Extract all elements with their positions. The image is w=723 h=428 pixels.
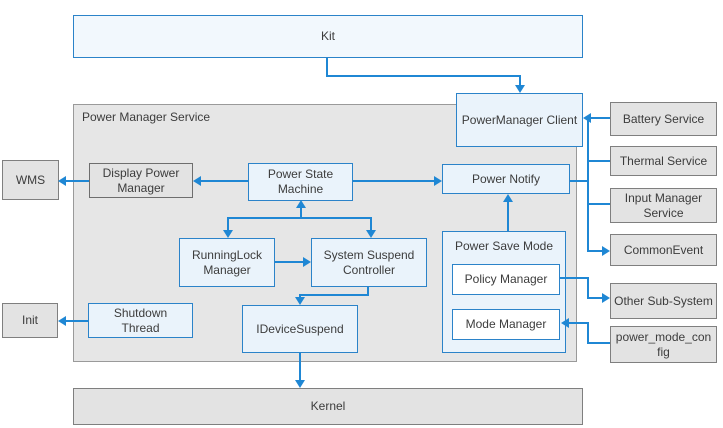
- connector-rlm-ssc: [275, 261, 304, 263]
- node-kernel-label: Kernel: [310, 399, 346, 413]
- connector-battery-h: [591, 117, 610, 119]
- arrowhead-into-powernotify-bottom: [503, 194, 513, 202]
- connector-kit-client-v2: [519, 75, 521, 86]
- connector-pmconfig-h2: [568, 322, 589, 324]
- connector-psmode-powernotify: [507, 200, 509, 231]
- node-power-notify: Power Notify: [442, 164, 570, 194]
- arrowhead-into-runninglock: [223, 230, 233, 238]
- node-wms: WMS: [2, 160, 59, 200]
- arrowhead-into-wms: [58, 176, 66, 186]
- node-power-state-machine: Power State Machine: [248, 163, 353, 201]
- arrowhead-into-idevicesuspend: [295, 297, 305, 305]
- power-manager-service-label: Power Manager Service: [82, 110, 211, 124]
- connector-tree-rlm-v: [227, 217, 229, 231]
- node-idevice-suspend-label: IDeviceSuspend: [256, 321, 344, 336]
- node-shutdown-thread: Shutdown Thread: [88, 303, 193, 338]
- node-power-mode-config-label: power_mode_config: [615, 329, 712, 359]
- node-display-power-manager: Display Power Manager: [89, 163, 193, 198]
- connector-thermal-h: [587, 160, 610, 162]
- arrowhead-into-kernel: [295, 380, 305, 388]
- node-powermanager-client-label: PowerManager Client: [461, 112, 578, 127]
- node-input-manager-service-label: Input Manager Service: [624, 190, 703, 220]
- node-shutdown-thread-label: Shutdown Thread: [113, 305, 168, 335]
- connector-shutdown-init: [65, 320, 88, 322]
- node-battery-service-label: Battery Service: [622, 111, 705, 126]
- node-display-power-manager-label: Display Power Manager: [102, 165, 180, 195]
- arrowhead-into-ssc: [303, 257, 311, 267]
- node-thermal-service-label: Thermal Service: [619, 153, 708, 168]
- arrowhead-into-client-top: [515, 85, 525, 93]
- node-policy-manager: Policy Manager: [452, 264, 560, 295]
- node-init-label: Init: [21, 313, 38, 327]
- arrowhead-into-commonevent: [602, 246, 610, 256]
- arrowhead-into-modemanager: [561, 318, 569, 328]
- node-powermanager-client: PowerManager Client: [456, 93, 583, 147]
- node-mode-manager-label: Mode Manager: [465, 317, 547, 331]
- connector-policy-h1: [560, 277, 587, 279]
- connector-psm-tree-h: [227, 217, 372, 219]
- connector-tree-ssc-v: [370, 217, 372, 231]
- node-init: Init: [2, 303, 58, 338]
- connector-ssc-ids-h: [299, 294, 369, 296]
- node-thermal-service: Thermal Service: [610, 146, 717, 176]
- connector-right-trunk: [587, 117, 589, 252]
- arrowhead-into-init: [58, 316, 66, 326]
- connector-psm-dpm: [200, 180, 248, 182]
- node-power-state-machine-label: Power State Machine: [267, 167, 334, 196]
- connector-powernotify-h: [570, 180, 588, 182]
- arrowhead-into-dpm: [193, 176, 201, 186]
- node-mode-manager: Mode Manager: [452, 309, 560, 340]
- node-power-mode-config: power_mode_config: [610, 326, 717, 363]
- node-kernel: Kernel: [73, 388, 583, 425]
- connector-psm-tree-v: [300, 207, 302, 219]
- node-policy-manager-label: Policy Manager: [464, 272, 548, 286]
- node-kit: Kit: [73, 15, 583, 58]
- arrowhead-into-powernotify: [434, 176, 442, 186]
- arrowhead-into-client-right: [583, 113, 591, 123]
- connector-kit-client-h: [326, 75, 521, 77]
- connector-kit-client-v1: [326, 58, 328, 77]
- connector-inputmanager-h: [587, 203, 610, 205]
- connector-policy-v: [587, 277, 589, 299]
- node-runninglock-manager: RunningLock Manager: [179, 238, 275, 287]
- connector-pmconfig-v: [587, 322, 589, 344]
- node-runninglock-manager-label: RunningLock Manager: [191, 247, 263, 277]
- node-kit-label: Kit: [320, 29, 335, 43]
- node-input-manager-service: Input Manager Service: [610, 188, 717, 223]
- connector-ssc-ids-v2: [299, 294, 301, 298]
- connector-policy-h2: [587, 297, 603, 299]
- node-power-notify-label: Power Notify: [471, 171, 541, 186]
- node-other-sub-system-label: Other Sub-System: [614, 293, 713, 308]
- connector-psm-powernotify: [353, 180, 435, 182]
- node-power-save-mode-label: Power Save Mode: [454, 239, 554, 253]
- connector-ssc-ids-v1: [367, 287, 369, 296]
- node-idevice-suspend: IDeviceSuspend: [242, 305, 358, 353]
- node-wms-label: WMS: [15, 172, 46, 187]
- arrowhead-into-othersubsystem: [602, 293, 610, 303]
- arrowhead-into-psm-bottom: [296, 200, 306, 208]
- node-common-event-label: CommonEvent: [623, 242, 704, 257]
- connector-pmconfig-h1: [589, 342, 610, 344]
- arrowhead-into-suspendcontroller: [366, 230, 376, 238]
- node-system-suspend-controller-label: System Suspend Controller: [323, 247, 415, 277]
- connector-ids-kernel: [299, 353, 301, 382]
- node-other-sub-system: Other Sub-System: [610, 283, 717, 319]
- connector-commonevent-h: [587, 250, 603, 252]
- node-common-event: CommonEvent: [610, 234, 717, 266]
- node-system-suspend-controller: System Suspend Controller: [311, 238, 427, 287]
- node-battery-service: Battery Service: [610, 102, 717, 136]
- connector-dpm-wms: [65, 180, 89, 182]
